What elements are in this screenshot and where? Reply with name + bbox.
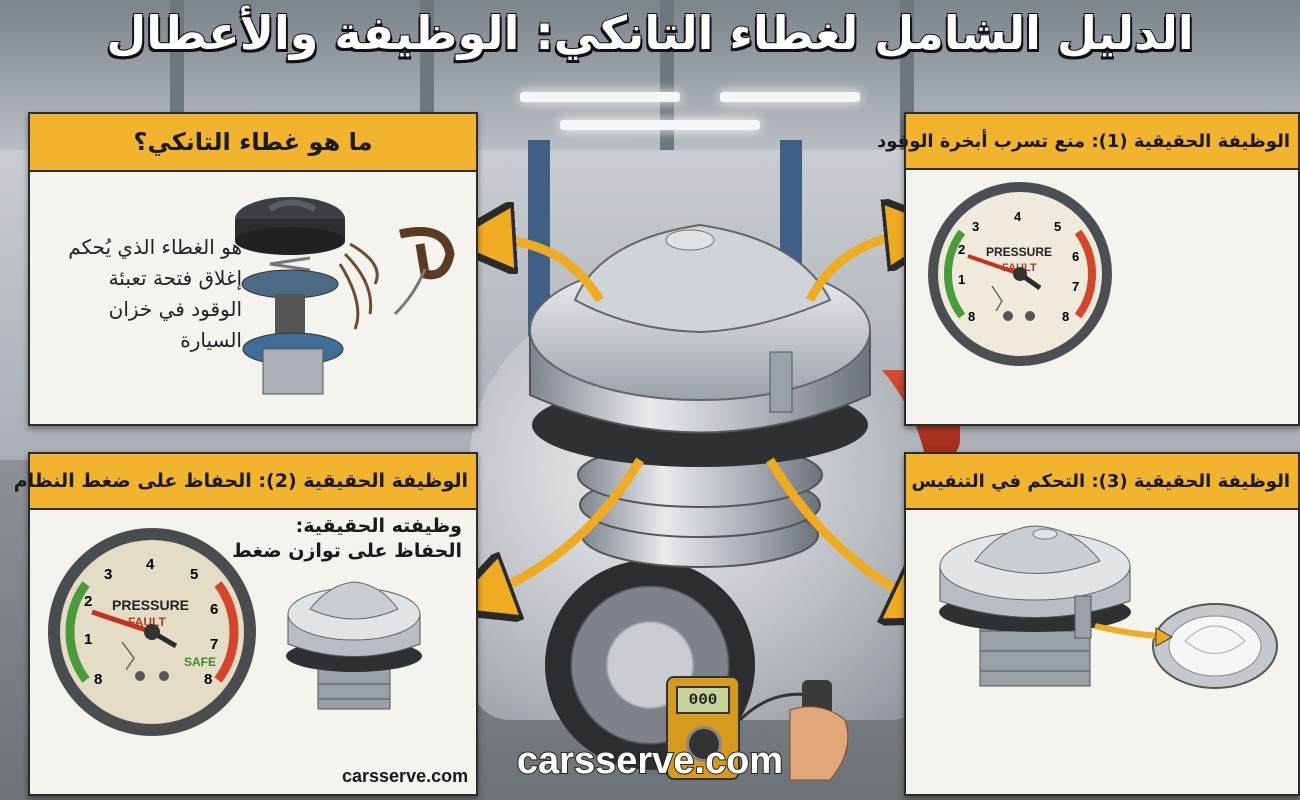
pressure-gauge-icon: 3 4 5 2 1 6 7 8 8 PRESSURE FAULT xyxy=(928,182,1112,366)
cap-button xyxy=(665,229,715,251)
gauge-tick: 1 xyxy=(958,272,965,287)
venting-fuel-cap-icon xyxy=(939,525,1278,689)
gauge-tick: 3 xyxy=(104,566,112,583)
gauge-tick: 8 xyxy=(94,671,102,688)
cap-handle xyxy=(573,223,832,334)
fuel-cap-icon xyxy=(286,581,422,710)
gauge-tick: 6 xyxy=(1072,249,1079,264)
multimeter: 000 xyxy=(666,676,740,780)
gauge-tick: 7 xyxy=(210,636,218,653)
panel-function-1-vapor-leak: الوظيفة الحقيقية (1): منع تسرب أبخرة الو… xyxy=(877,112,1300,426)
cap-tab xyxy=(769,351,793,413)
panel-note: وظيفته الحقيقية: الحفاظ على توازن ضغط xyxy=(232,514,462,564)
panel-heading: الوظيفة الحقيقية (3): التحكم في التنفيس xyxy=(906,454,1298,510)
gauge-tick: 5 xyxy=(1054,219,1061,234)
arrow-to-what-panel xyxy=(480,240,604,303)
exploded-fuel-cap-icon xyxy=(235,197,455,395)
ceiling-beam xyxy=(660,0,674,150)
hand-with-pump-icon xyxy=(738,680,849,781)
multimeter-display: 000 xyxy=(676,686,730,714)
arrow-to-function-2 xyxy=(478,457,644,598)
gauge-label-pressure: PRESSURE xyxy=(112,597,189,613)
note-line: وظيفته الحقيقية: xyxy=(295,515,462,537)
panel-heading: ما هو غطاء التانكي؟ xyxy=(30,114,476,172)
gauge-label-pressure: PRESSURE xyxy=(986,245,1052,259)
ceiling-light xyxy=(520,92,680,102)
pressure-gauge-icon: 3 4 5 2 1 6 7 8 8 PRESSURE FAULT SAFE xyxy=(48,528,256,736)
gauge-tick: 4 xyxy=(146,556,155,573)
panel-heading: الوظيفة الحقيقية (1): منع تسرب أبخرة الو… xyxy=(877,114,1298,170)
gauge-tick: 8 xyxy=(1062,309,1069,324)
ceiling-light xyxy=(560,120,760,130)
ceiling-light xyxy=(720,92,860,102)
watermark: carsserve.com xyxy=(516,739,784,783)
note-line: الحفاظ على توازن ضغط xyxy=(232,540,462,562)
gauge-tick: 4 xyxy=(1014,209,1022,224)
panel-function-3-venting: الوظيفة الحقيقية (3): التحكم في التنفيس xyxy=(904,452,1300,796)
gauge-tick: 3 xyxy=(972,219,979,234)
panel-description: هو الغطاء الذي يُحكم إغلاق فتحة تعبئة ال… xyxy=(68,235,242,352)
panel-what-is-fuel-cap: ما هو غطاء التانكي؟ هو الغطاء الذي يُحكم… xyxy=(28,112,478,426)
gauge-tick: 2 xyxy=(958,242,965,257)
panel-heading: الوظيفة الحقيقية (2): الحفاظ على ضغط الن… xyxy=(14,454,476,510)
gauge-tick: 6 xyxy=(210,601,218,618)
gauge-tick: 7 xyxy=(1072,279,1079,294)
page-title: الدليل الشامل لغطاء التانكي: الوظيفة وال… xyxy=(105,5,1194,61)
panel-function-2-system-pressure: الوظيفة الحقيقية (2): الحفاظ على ضغط الن… xyxy=(14,452,478,796)
gauge-tick: 2 xyxy=(84,593,92,610)
gauge-tick: 5 xyxy=(190,566,198,583)
gauge-tick: 8 xyxy=(204,671,212,688)
gauge-tick: 1 xyxy=(84,631,92,648)
arrow-to-function-3 xyxy=(766,457,925,605)
multimeter-dial xyxy=(686,726,722,762)
gauge-label-safe: SAFE xyxy=(184,655,216,669)
gauge-tick: 8 xyxy=(968,309,975,324)
cap-threads xyxy=(577,442,823,568)
arrow-to-function-1 xyxy=(805,232,920,303)
site-name: carsserve.com xyxy=(342,766,469,786)
